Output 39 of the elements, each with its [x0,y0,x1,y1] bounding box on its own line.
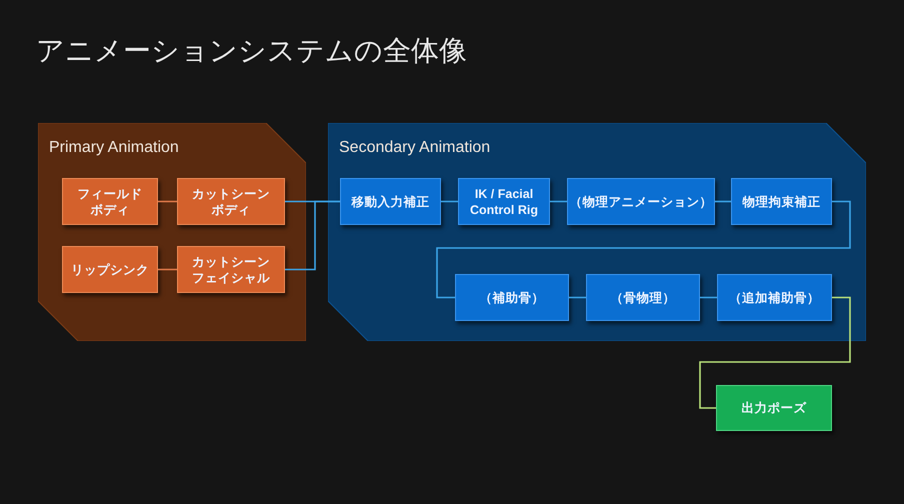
group-panel [328,123,866,341]
process-box [62,246,158,293]
box-label: リップシンク [71,262,149,278]
box-label: IK / Facial Control Rig [468,186,540,218]
connector-line [436,200,851,298]
box-label: 物理拘束補正 [742,194,820,210]
process-box [177,246,285,293]
box-label: （補助骨） [480,290,544,306]
box-label: （骨物理） [610,290,676,306]
box-label: カットシーンボディ [191,186,271,218]
panel-heading: Secondary Animation [339,138,490,158]
connector-line [441,200,458,202]
process-box [340,178,441,225]
box-label: フィールドボディ [76,186,144,218]
box-label: （追加補助骨） [729,290,820,306]
process-box [731,178,832,225]
process-box [458,178,550,225]
group-panel [38,123,306,341]
slide-title: アニメーションシステムの全体像 [36,34,467,68]
box-label: （物理アニメーション） [570,194,712,210]
connector-line [699,296,851,409]
process-box [62,178,158,225]
connector-line [700,296,717,298]
box-label: 移動入力補正 [352,194,430,210]
process-box [717,274,832,321]
process-box [455,274,569,321]
connector-line [158,268,177,270]
box-label: 出力ポーズ [742,400,806,416]
connector-line [285,200,340,270]
process-box [716,385,832,431]
panel-heading: Primary Animation [49,138,179,158]
box-label: カットシーンフェイシャル [191,254,271,286]
process-box [567,178,715,225]
process-box [586,274,700,321]
connector-line [715,200,731,202]
connector-line [550,200,567,202]
connector-line [158,200,177,202]
connector-line [569,296,586,298]
process-box [177,178,285,225]
